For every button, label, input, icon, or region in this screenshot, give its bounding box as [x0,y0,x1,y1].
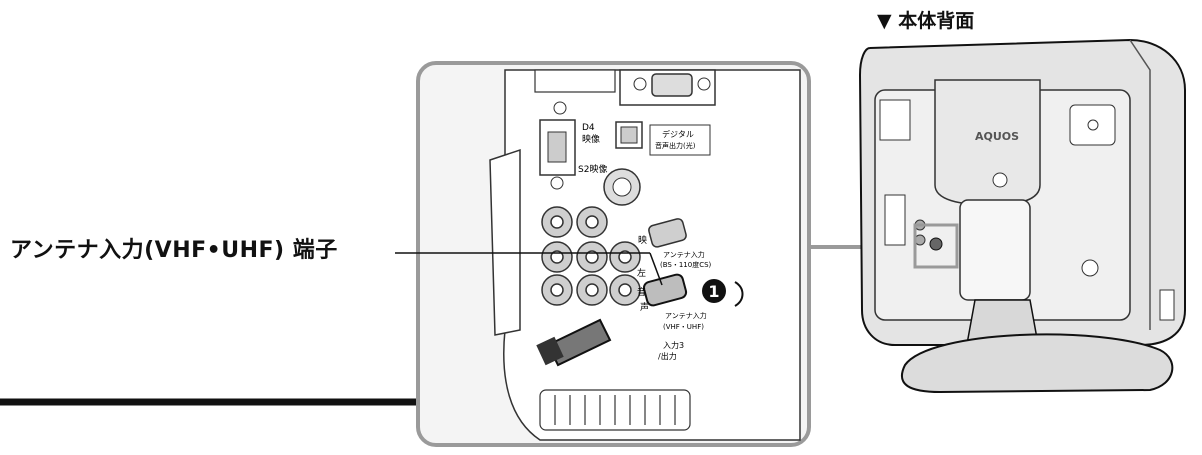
hi-label: 声 [640,301,649,313]
bs-sub: (BS・110度CS) [660,260,712,269]
video-label: 映 [638,234,647,246]
s2-label: S2映像 [578,163,607,175]
input3-sub: /出力 [658,351,677,361]
d4-sub: 映像 [582,133,600,145]
input3-label: 入力3 [663,340,684,350]
tv-rear-view: AQUOS [860,40,1185,392]
digital-sub: 音声出力(光) [655,141,696,150]
d4-label: D4 [582,123,595,133]
vhf-sub: (VHF・UHF) [663,323,704,331]
bs-label: アンテナ入力 [663,250,705,259]
audio-label: 音 [637,286,646,298]
digital-label: デジタル [662,129,694,139]
brand-label: AQUOS [975,130,1019,143]
closeup-frame: D4 映像 デジタル 音声出力(光) S2映像 アンテナ入力 (BS・110度C… [418,63,809,445]
callout-label: アンテナ入力(VHF•UHF) 端子 [10,232,338,264]
rear-view-label: ▼ 本体背面 [877,6,974,33]
step-marker: 1 [708,282,719,301]
left-label: 左 [637,267,646,279]
vhf-label: アンテナ入力 [665,311,707,320]
